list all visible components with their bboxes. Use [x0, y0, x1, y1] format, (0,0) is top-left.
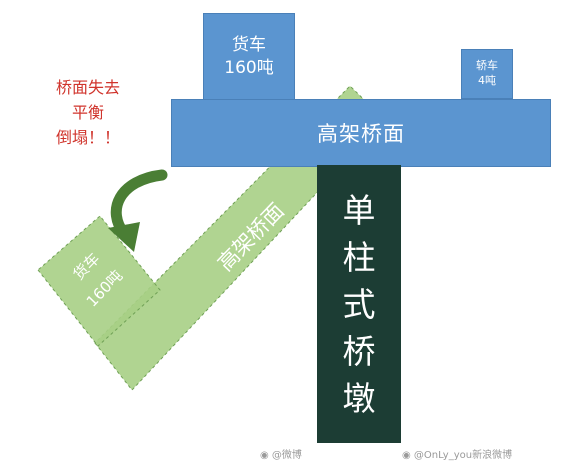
watermark-right-text: @OnLy_you新浪微博 — [413, 450, 513, 461]
arrow-head-icon — [108, 222, 140, 252]
pier-char: 柱 — [342, 237, 376, 277]
weibo-icon: ◉ — [260, 450, 269, 461]
single-column-pier: 单 柱 式 桥 墩 — [317, 165, 401, 443]
standing-car: 轿车 4吨 — [461, 49, 513, 99]
watermark-left-text: @微博 — [271, 450, 302, 461]
warning-line: 平衡 — [71, 103, 104, 122]
standing-truck-line1: 货车 — [232, 35, 266, 56]
watermark-right: ◉ @OnLy_you新浪微博 — [402, 446, 512, 461]
pier-char: 式 — [342, 284, 376, 324]
standing-truck: 货车 160吨 — [203, 13, 295, 101]
bridge-deck-label: 高架桥面 — [317, 122, 405, 146]
standing-truck-line2: 160吨 — [224, 58, 274, 78]
pier-char: 墩 — [342, 378, 376, 418]
standing-car-line2: 4吨 — [478, 74, 496, 87]
standing-car-line1: 轿车 — [476, 59, 498, 73]
bridge-deck: 高架桥面 — [171, 99, 551, 167]
warning-line: 桥面失去 — [55, 78, 120, 97]
collapse-warning: 桥面失去 平衡 倒塌！！ — [28, 75, 148, 150]
tilted-truck — [37, 215, 161, 347]
pier-char: 桥 — [342, 331, 376, 371]
weibo-icon: ◉ — [402, 450, 411, 461]
pier-char: 单 — [342, 190, 376, 230]
watermark-left: ◉ @微博 — [260, 446, 302, 461]
warning-line: 倒塌！！ — [55, 128, 120, 147]
